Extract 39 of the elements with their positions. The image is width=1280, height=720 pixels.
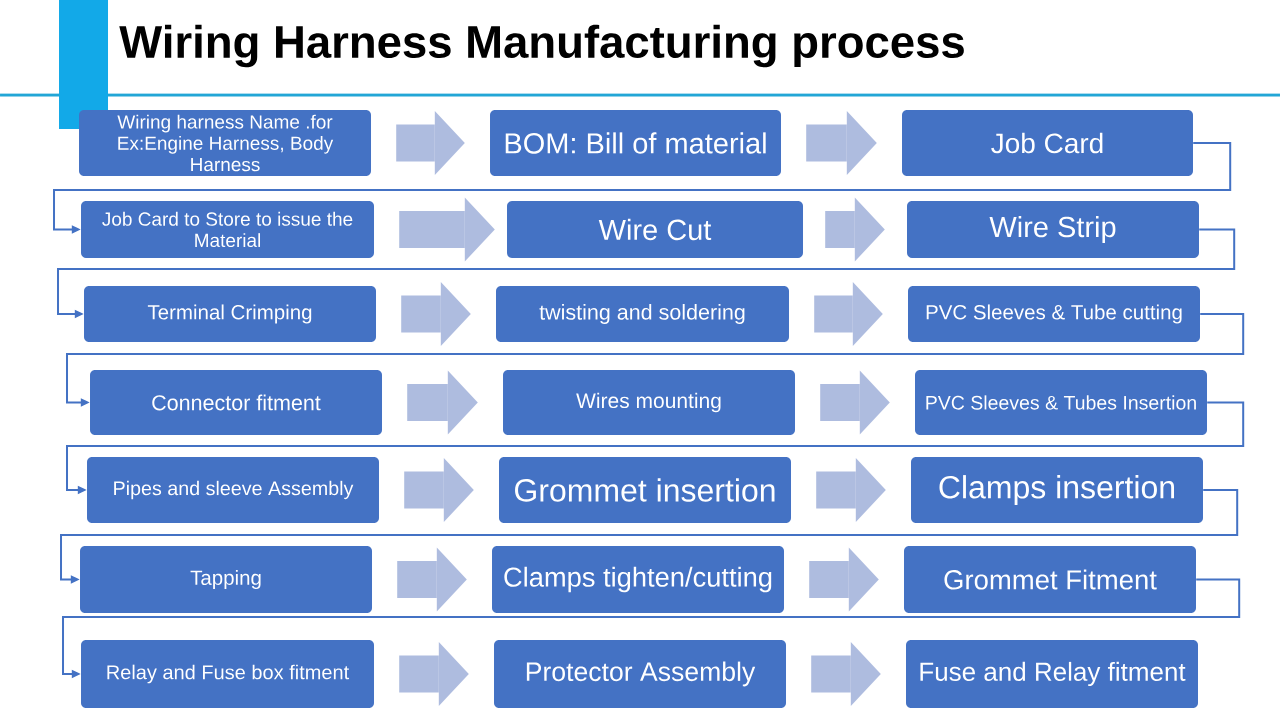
process-box: Grommet Fitment	[904, 546, 1196, 613]
block-arrow	[401, 282, 471, 346]
process-box: Clamps tighten/cutting	[492, 546, 784, 613]
block-arrow	[825, 197, 885, 262]
process-box: Clamps insertion	[911, 457, 1203, 523]
process-box: Wire Cut	[507, 201, 803, 258]
process-box: BOM: Bill of material	[490, 110, 781, 176]
connector-arrow	[66, 313, 1245, 407]
process-box: Connector fitment	[90, 370, 382, 435]
process-box: Terminal Crimping	[84, 286, 376, 342]
process-box: Fuse and Relay fitment	[906, 640, 1198, 708]
process-box: Pipes and sleeve Assembly	[87, 457, 379, 523]
block-arrow	[399, 642, 469, 706]
process-box: PVC Sleeves & Tubes Insertion	[915, 370, 1207, 435]
connector-arrow	[53, 142, 1232, 234]
block-arrow	[397, 547, 467, 612]
block-arrow	[816, 458, 886, 522]
process-box: Wire Strip	[907, 201, 1199, 258]
block-arrow	[396, 111, 465, 175]
process-box: Grommet insertion	[499, 457, 791, 523]
process-box: Wires mounting	[503, 370, 795, 435]
block-arrow	[407, 370, 478, 435]
block-arrow	[814, 282, 883, 346]
block-arrow	[809, 547, 879, 612]
process-box: Wiring harness Name .for Ex:Engine Harness, Body Harness	[79, 110, 371, 176]
process-box: Job Card	[902, 110, 1193, 176]
process-box: Protector Assembly	[494, 640, 786, 708]
process-box: Relay and Fuse box fitment	[81, 640, 374, 708]
connector-arrow	[60, 489, 1239, 584]
block-arrow	[806, 111, 877, 175]
process-box: twisting and soldering	[496, 286, 789, 342]
process-box: PVC Sleeves & Tube cutting	[908, 286, 1200, 342]
title: Wiring Harness Manufacturing process	[119, 24, 964, 68]
process-box: Tapping	[80, 546, 372, 613]
block-arrow	[820, 370, 890, 435]
block-arrow	[811, 642, 881, 706]
block-arrow	[404, 458, 474, 522]
block-arrow	[399, 197, 495, 262]
process-box: Job Card to Store to issue the Material	[81, 201, 374, 258]
